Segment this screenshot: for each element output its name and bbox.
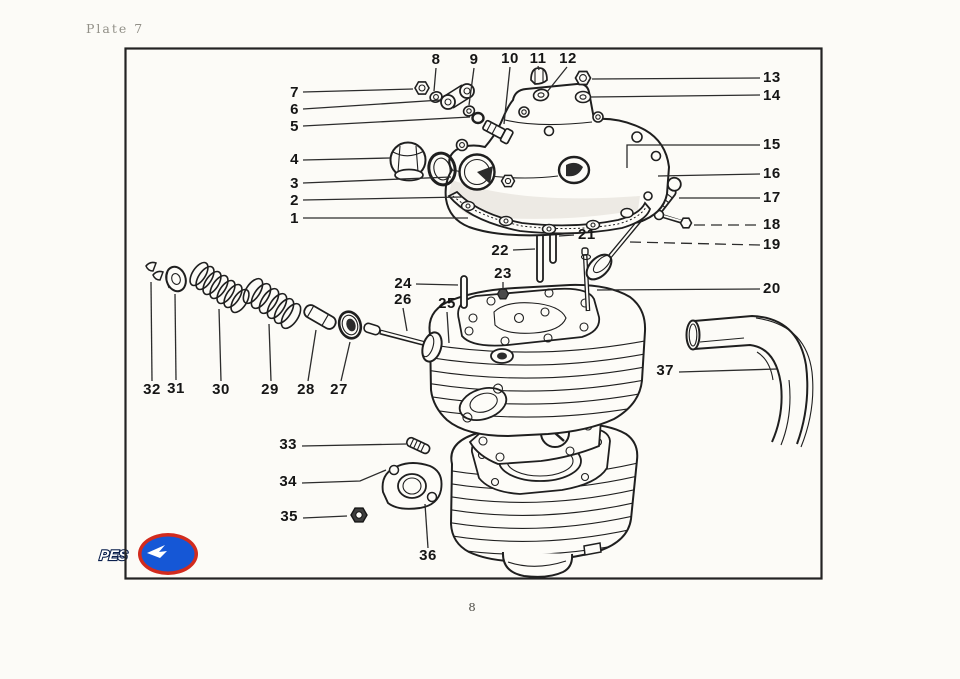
cylinder-head-illustration	[428, 283, 647, 438]
callout-34: 34	[279, 473, 297, 490]
callout-31: 31	[167, 380, 185, 397]
callout-8: 8	[432, 51, 441, 68]
callout-24: 24	[394, 275, 412, 292]
callout-15: 15	[763, 136, 781, 153]
spindle-cap-illustration	[389, 141, 457, 187]
callout-2: 2	[290, 192, 299, 209]
callout-32: 32	[143, 381, 161, 398]
callout-7: 7	[290, 84, 299, 101]
callout-12: 12	[559, 50, 577, 67]
callout-3: 3	[290, 175, 299, 192]
cover-nuts-illustration	[530, 67, 592, 104]
callout-18: 18	[763, 216, 781, 233]
callout-35: 35	[280, 508, 298, 525]
pes-logo: PES	[98, 533, 198, 575]
logo-wing-icon	[147, 545, 167, 558]
callout-33: 33	[279, 436, 297, 453]
callout-28: 28	[297, 381, 315, 398]
logo-oval	[141, 536, 195, 572]
callout-30: 30	[212, 381, 230, 398]
callout-5: 5	[290, 118, 299, 135]
valve-20-illustration	[580, 247, 592, 312]
callout-19: 19	[763, 236, 781, 253]
exhaust-pipe-illustration	[685, 314, 814, 448]
callout-22: 22	[491, 242, 509, 259]
callout-36: 36	[419, 547, 437, 564]
rocker-cover-illustration	[444, 82, 671, 237]
valve-train-illustration	[145, 261, 443, 363]
callout-17: 17	[763, 189, 781, 206]
page-number: 8	[468, 600, 476, 614]
head-studs-illustration	[460, 228, 557, 309]
callout-10: 10	[501, 50, 519, 67]
callout-29: 29	[261, 381, 279, 398]
callout-26: 26	[394, 291, 412, 308]
callout-16: 16	[763, 165, 781, 182]
plate-border	[124, 47, 823, 580]
callout-11: 11	[530, 50, 547, 67]
callout-9: 9	[470, 51, 479, 68]
callout-13: 13	[763, 69, 781, 86]
callout-37: 37	[656, 362, 674, 379]
callout-1: 1	[290, 210, 299, 227]
inlet-flange-parts-illustration	[350, 436, 443, 523]
logo-text: PES	[99, 547, 129, 563]
leader-lines	[150, 65, 778, 549]
callout-23: 23	[494, 265, 512, 282]
callout-4: 4	[290, 151, 299, 168]
callout-20: 20	[763, 280, 781, 297]
callout-21: 21	[578, 226, 596, 243]
callout-14: 14	[763, 87, 781, 104]
callout-25: 25	[438, 295, 456, 312]
rocker-spindle-parts-illustration	[414, 81, 514, 145]
callout-6: 6	[290, 101, 299, 118]
valve-19-illustration	[585, 213, 646, 281]
callout-numbers: 1 2 3 4 5 6 7 8 9 10 11 12 13 14 15 16 1…	[143, 50, 781, 564]
callout-27: 27	[330, 381, 348, 398]
plate-title: Plate 7	[86, 21, 145, 36]
